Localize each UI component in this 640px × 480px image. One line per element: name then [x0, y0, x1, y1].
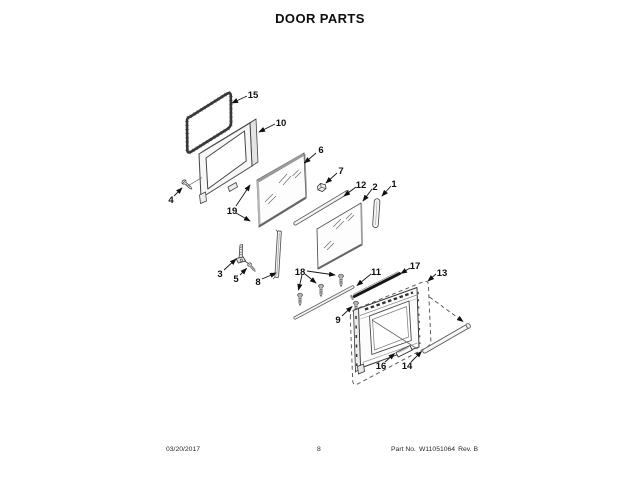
callout-8-label: 8	[255, 277, 260, 288]
callout-11-label: 11	[371, 267, 382, 278]
callout-18-leader-b	[304, 273, 317, 284]
callout-3-leader	[223, 258, 237, 271]
part-17-trim-strip	[349, 271, 401, 301]
part-10-inner-door-frame	[198, 118, 259, 205]
callout-19-leader-a	[235, 184, 251, 207]
callout-18-label: 18	[295, 267, 306, 278]
callout-6-label: 6	[318, 145, 323, 156]
part-8-side-trim	[272, 229, 282, 280]
part-7-clip	[317, 183, 327, 192]
callout-1-label: 1	[391, 179, 397, 190]
part-13-outer-door-panel	[349, 280, 464, 385]
callout-5-leader	[239, 267, 248, 276]
part-18-screws	[297, 273, 344, 306]
part-1-spacer	[372, 198, 381, 229]
callout-labels: 1 2 3 4 5 6 7 8 9 10 11 12 13 14 15 16 1…	[168, 90, 447, 372]
part-3-hinge-pin	[235, 244, 249, 264]
part-14-door-handle	[422, 323, 471, 354]
callout-16-leader	[384, 352, 396, 363]
callout-13-label: 13	[437, 268, 448, 279]
callout-18-leader-c	[306, 270, 336, 277]
callout-12-label: 12	[356, 180, 367, 191]
part-2-glass-panel	[316, 202, 363, 270]
part-4-screw	[180, 177, 203, 192]
callout-13-leader	[427, 273, 437, 282]
footer-part-label: Part No.	[391, 446, 416, 453]
footer-page-number: 8	[317, 446, 321, 453]
callout-4-label: 4	[168, 195, 174, 206]
callout-1-leader	[381, 185, 392, 197]
callout-17-label: 17	[410, 261, 421, 272]
part-15-door-gasket	[184, 90, 234, 155]
footer-date: 03/20/2017	[166, 446, 201, 453]
callout-7-label: 7	[338, 166, 343, 177]
callout-19-leader-b	[235, 212, 251, 222]
callout-6-leader	[303, 152, 317, 164]
part-5-screw	[246, 261, 258, 273]
callout-2-label: 2	[372, 182, 377, 193]
callout-9-label: 9	[335, 315, 340, 326]
page-title: DOOR PARTS	[275, 11, 365, 26]
callout-7-leader	[325, 172, 338, 184]
callout-14-leader	[410, 350, 423, 363]
callout-15-leader	[231, 95, 248, 104]
callout-18-leader-a	[297, 274, 303, 291]
callout-14-label: 14	[402, 361, 413, 372]
footer-revision: Rev. B	[458, 446, 478, 453]
callout-10-label: 10	[276, 118, 287, 129]
callout-2-leader	[362, 188, 373, 202]
part-16-nameplate	[395, 344, 413, 358]
callout-12-leader	[343, 186, 357, 197]
part-6-glass-panel	[256, 152, 308, 228]
callout-16-label: 16	[376, 361, 387, 372]
part-11-bottom-trim	[293, 285, 355, 320]
callout-15-label: 15	[248, 90, 259, 101]
callout-9-leader	[341, 305, 353, 317]
callout-4-leader	[173, 187, 183, 197]
callout-17-leader	[400, 267, 411, 274]
callout-8-leader	[261, 272, 277, 280]
door-liner-assembly	[353, 287, 421, 375]
callout-11-leader	[356, 273, 372, 287]
callout-leaders	[173, 95, 437, 363]
callout-5-label: 5	[233, 274, 239, 285]
callout-3-label: 3	[217, 269, 222, 280]
callout-19-label: 19	[227, 206, 238, 217]
callout-10-leader	[258, 123, 276, 133]
footer-part-number: W11051064	[418, 446, 456, 453]
